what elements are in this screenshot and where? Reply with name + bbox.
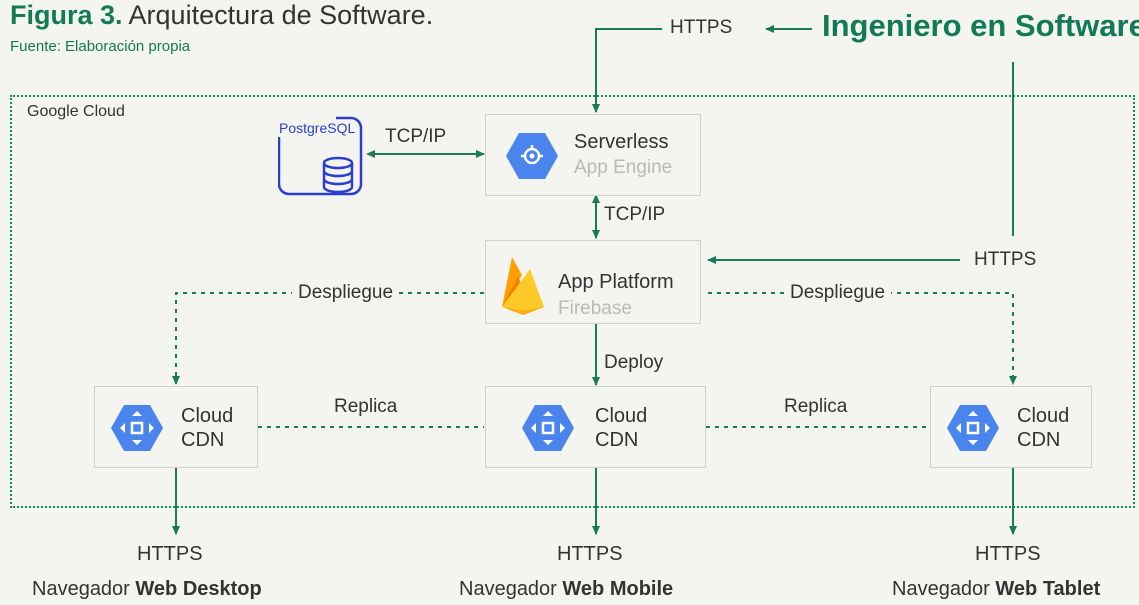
edge-label-top-https: HTTPS: [670, 17, 733, 39]
figure-title: Figura 3. Arquitectura de Software.: [10, 0, 433, 31]
actor-ingeniero: Ingeniero en Software: [822, 8, 1139, 43]
cdn-left-line2: CDN: [181, 429, 225, 451]
out-left-https: HTTPS: [137, 543, 203, 565]
cdn-right-line1: Cloud: [1017, 405, 1070, 427]
edge-deploy-left: [172, 292, 484, 385]
cdn-center-line1: Cloud: [595, 405, 648, 427]
client-center-prefix: Navegador: [459, 578, 563, 600]
client-center-name: Web Mobile: [562, 578, 674, 600]
client-web-mobile: Navegador Web Mobile: [459, 578, 673, 601]
google-cloud-label: Google Cloud: [27, 103, 125, 120]
node-serverless: Serverless App Engine: [485, 114, 701, 196]
google-cloud-region: [10, 95, 1135, 508]
node-app-platform: App Platform Firebase: [485, 240, 701, 324]
edge-label-deploy-center: Deploy: [604, 352, 664, 373]
serverless-subtitle: App Engine: [574, 157, 673, 178]
figure-title-text: Arquitectura de Software.: [122, 0, 434, 30]
node-cdn-center: Cloud CDN: [485, 386, 706, 468]
edge-deploy-right: [708, 292, 1017, 385]
edge-label-right-https: HTTPS: [974, 249, 1037, 271]
figure-label: Figura 3.: [10, 0, 123, 30]
client-web-desktop: Navegador Web Desktop: [32, 578, 262, 601]
edge-label-deploy-right: Despliegue: [784, 282, 892, 304]
app-platform-subtitle: Firebase: [558, 298, 632, 319]
cdn-center-line2: CDN: [595, 429, 639, 451]
client-right-prefix: Navegador: [892, 578, 996, 600]
cloud-cdn-icon: [111, 405, 163, 451]
cloud-cdn-icon: [522, 405, 574, 451]
node-cdn-left: Cloud CDN: [94, 386, 258, 468]
edge-label-deploy-left: Despliegue: [292, 282, 400, 304]
serverless-title: Serverless: [574, 131, 669, 153]
postgresql-label: PostgreSQL: [279, 120, 356, 136]
cdn-right-line2: CDN: [1017, 429, 1061, 451]
edge-label-db-tcp: TCP/IP: [385, 126, 447, 148]
out-right-https: HTTPS: [975, 543, 1041, 565]
out-center-https: HTTPS: [557, 543, 623, 565]
edge-https-serverless: [592, 28, 662, 113]
edge-label-replica-left: Replica: [334, 396, 398, 417]
cdn-left-line1: Cloud: [181, 405, 234, 427]
node-cdn-right: Cloud CDN: [930, 386, 1092, 468]
database-icon: [276, 115, 363, 196]
edge-label-replica-right: Replica: [784, 396, 848, 417]
firebase-icon: [502, 257, 544, 315]
figure-source: Fuente: Elaboración propia: [10, 38, 191, 55]
client-web-tablet: Navegador Web Tablet: [892, 578, 1100, 601]
app-engine-icon: [506, 133, 558, 179]
client-right-name: Web Tablet: [995, 578, 1101, 600]
edge-label-serverless-tcp: TCP/IP: [604, 204, 666, 225]
cloud-cdn-icon: [947, 405, 999, 451]
app-platform-title: App Platform: [558, 271, 674, 293]
client-left-name: Web Desktop: [135, 578, 262, 600]
client-left-prefix: Navegador: [32, 578, 136, 600]
node-postgresql: PostgreSQL: [276, 115, 368, 197]
